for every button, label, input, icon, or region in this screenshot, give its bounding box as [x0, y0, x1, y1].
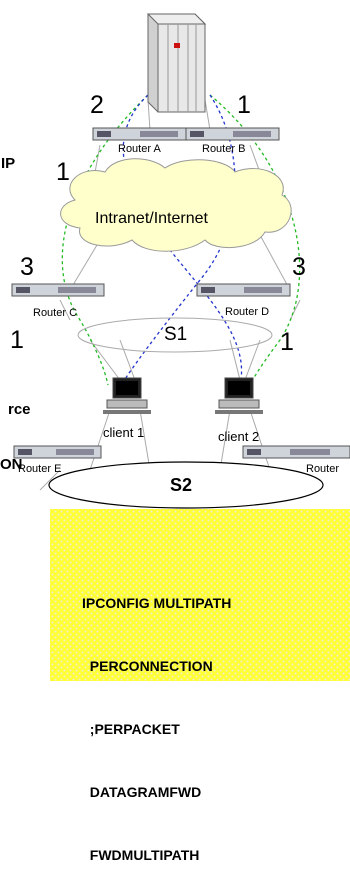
- config-line-2: PERCONNECTION: [82, 658, 213, 674]
- client-1-label: client 1: [103, 425, 144, 440]
- router-b: [185, 127, 280, 141]
- router-d-port-bottom: 1: [280, 328, 294, 356]
- client-2-label: client 2: [218, 429, 259, 444]
- config-line-4: DATAGRAMFWD: [82, 784, 202, 800]
- edge-text-rce: rce: [8, 401, 31, 418]
- server-icon: [146, 13, 207, 113]
- router-a-port: 1: [56, 158, 70, 186]
- config-line-3: ;PERPACKET: [82, 721, 180, 737]
- router-b-label: Router B: [202, 143, 245, 155]
- segment-s2-label: S2: [170, 475, 192, 495]
- router-c-label: Router C: [33, 307, 77, 319]
- config-box: [50, 509, 350, 681]
- router-f-label: Router: [306, 463, 339, 475]
- router-c-port-bottom: 1: [10, 326, 24, 354]
- segment-s1-ellipse: [77, 317, 273, 353]
- router-c: [11, 283, 105, 297]
- edge-text-on: ON: [0, 456, 23, 473]
- router-d-label: Router D: [225, 306, 269, 318]
- router-c-port-top: 3: [20, 253, 34, 281]
- segment-s1-label: S1: [164, 324, 187, 345]
- router-e-label: Router E: [18, 463, 61, 475]
- network-diagram: 2 1 Router A 1 Router B 2 Intranet/Inter…: [0, 13, 350, 681]
- segment-s2-ellipse: [48, 461, 324, 509]
- cloud-label: Intranet/Internet: [95, 210, 209, 227]
- client-2-computer-icon: [215, 377, 263, 414]
- host-port-left: 2: [90, 91, 104, 119]
- edge-text-ip: IP: [1, 155, 15, 172]
- config-line-1: IPCONFIG MULTIPATH: [82, 595, 232, 611]
- router-f: [242, 445, 350, 459]
- cloud-shape: [60, 158, 292, 252]
- router-d-port-top: 3: [292, 253, 306, 281]
- client-1-computer-icon: [103, 377, 151, 414]
- router-d: [196, 283, 291, 297]
- config-line-5: FWDMULTIPATH: [82, 847, 200, 863]
- host-port-right: 1: [237, 91, 251, 119]
- router-e: [13, 445, 102, 459]
- router-a: [92, 127, 187, 141]
- router-a-label: Router A: [118, 143, 161, 155]
- config-text: IPCONFIG MULTIPATH PERCONNECTION ;PERPAC…: [82, 551, 231, 887]
